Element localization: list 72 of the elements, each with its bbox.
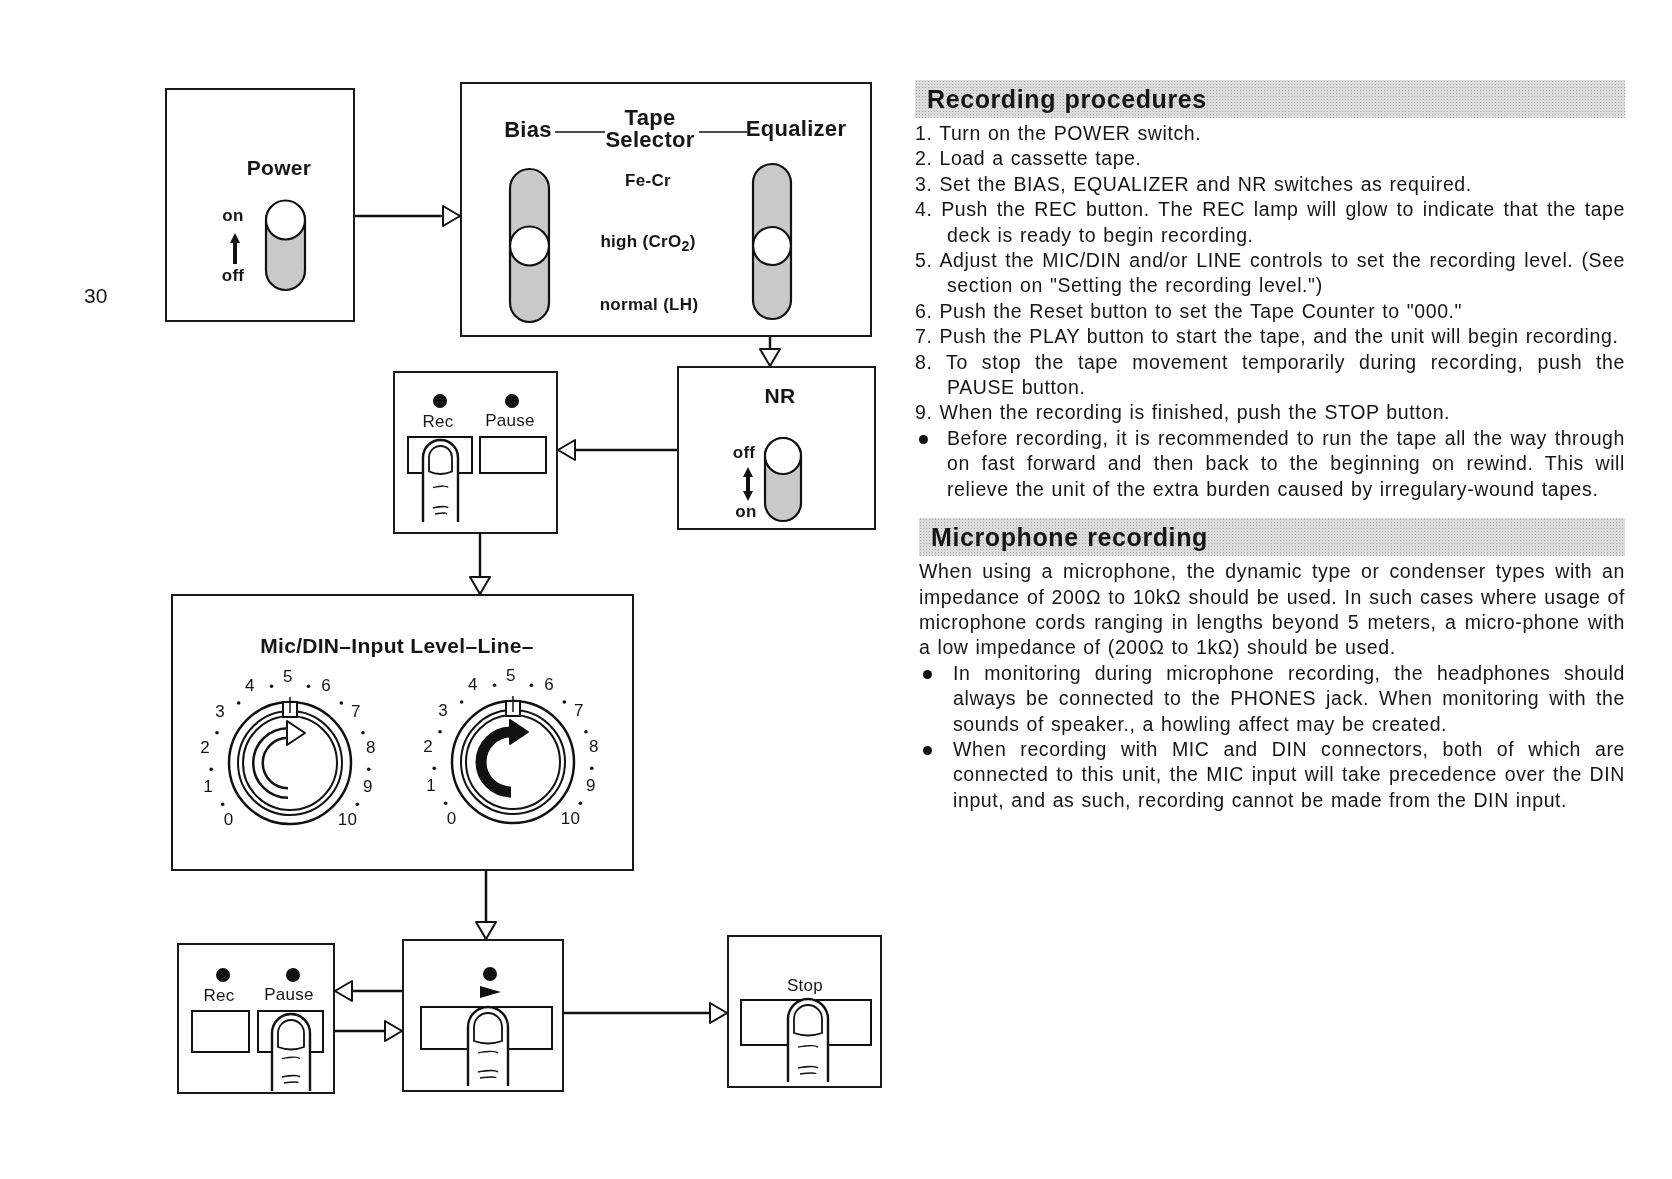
dial-number: 5 [506,667,516,685]
dial-number: 9 [363,778,373,796]
numbered-step: 9. When the recording is finished, push the STOP button. [915,400,1625,426]
section-heading: Microphone recording [919,518,1625,557]
dial-number: 0 [223,811,234,830]
numbered-step: 5. Adjust the MIC/DIN and/or LINE controls to set the recording level. (See section on "Setting the recording level.") [915,248,1625,299]
dial-number: 2 [423,738,433,756]
panel-title: Mic/DIN–Input Level–Line– [260,635,534,657]
arrow [334,980,402,1002]
switch-label: Tape Selector [604,106,696,152]
bullet-note: In monitoring during microphone recording, the headphones should always be connected to the PHONES jack. When monitoring with the sounds of speaker., a howling affect may be created. [919,660,1625,737]
dial-number: 6 [544,676,554,694]
numbered-step: 6. Push the Reset button to set the Tape Counter to "000." [915,298,1625,325]
button-label: Stop [786,977,824,995]
dial-number: 4 [468,676,478,694]
button-panel [727,935,882,1088]
section-heading: Recording procedures [915,80,1625,118]
switch-panel [677,366,876,530]
selector-panel [460,82,872,337]
dial-number: 1 [426,777,436,795]
switch-position-label: off [221,267,245,285]
page-number: 30 [84,284,108,308]
switch-label: Equalizer [745,117,847,141]
level-control-panel [171,594,634,871]
arrow [557,439,677,461]
dial-number: 8 [589,738,599,756]
arrow [759,337,781,367]
dial-number: 9 [586,777,596,795]
switch-position-label: on [735,503,757,521]
dial-number: 7 [351,702,361,721]
bullet-note: Before recording, it is recommended to run the tape all the way through on fast forward and then back to the beginning on rewind. This will relieve the unit of the extra burden caused by irregulary-wound tapes. [915,425,1625,503]
button-label: Pause [264,986,314,1004]
position-label: Fe-Cr [625,172,671,190]
bullet-note: When recording with MIC and DIN connectors, both of which are connected to this unit, the MIC input will take precedence over the DIN input, and as such, recording cannot be made from the DIN input. [919,736,1625,814]
arrow [475,871,497,940]
paragraph: When using a microphone, the dynamic type or condenser types with an impedance of 200Ω to 10kΩ should be used. In such cases where usage of microphone cords ranging in lengths beyond 5 meters, a micro-phone with a low impedance of (200Ω to 1kΩ) should be used. [919,559,1625,661]
arrow [335,1020,403,1042]
arrow [355,205,461,227]
dial-number: 4 [245,677,255,695]
dial-number: 2 [200,739,210,757]
button-panel [393,371,558,534]
dial-number: 7 [574,701,584,720]
arrow [469,534,491,595]
switch-label: Bias [504,118,552,142]
dial-number: 8 [366,739,376,757]
dial-number: 10 [560,810,581,829]
switch-position-label: off [732,444,756,462]
dial-number: 5 [283,668,293,686]
dial-number: 6 [321,677,331,695]
dial-number: 0 [446,810,457,829]
position-label: high (CrO$_{2}$) [600,232,696,254]
position-label: normal (LH) [599,296,699,314]
button-label: Rec [203,987,235,1005]
switch-position-label: on [222,207,244,225]
dial-number: 1 [203,778,213,796]
numbered-step: 7. Push the PLAY button to start the tape, and the unit will begin recording. [915,324,1625,350]
numbered-step: 3. Set the BIAS, EQUALIZER and NR switches as required. [915,171,1625,198]
panel-title: NR [764,385,796,407]
numbered-step: 8. To stop the tape movement temporarily during recording, push the PAUSE button. [915,349,1625,401]
numbered-step: 1. Turn on the POWER switch. [915,121,1625,147]
dial-number: 3 [215,702,225,721]
panel-title: Power [246,157,312,179]
switch-panel [165,88,355,322]
button-panel [177,943,335,1094]
numbered-step: 2. Load a cassette tape. [915,146,1625,172]
button-label: Rec [422,413,454,431]
numbered-step: 4. Push the REC button. The REC lamp will glow to indicate that the tape deck is ready to begin recording. [915,197,1625,249]
arrow [564,1002,728,1024]
dial-number: 10 [337,811,358,830]
button-label: Pause [485,412,535,430]
button-panel [402,939,564,1092]
dial-number: 3 [438,701,448,720]
